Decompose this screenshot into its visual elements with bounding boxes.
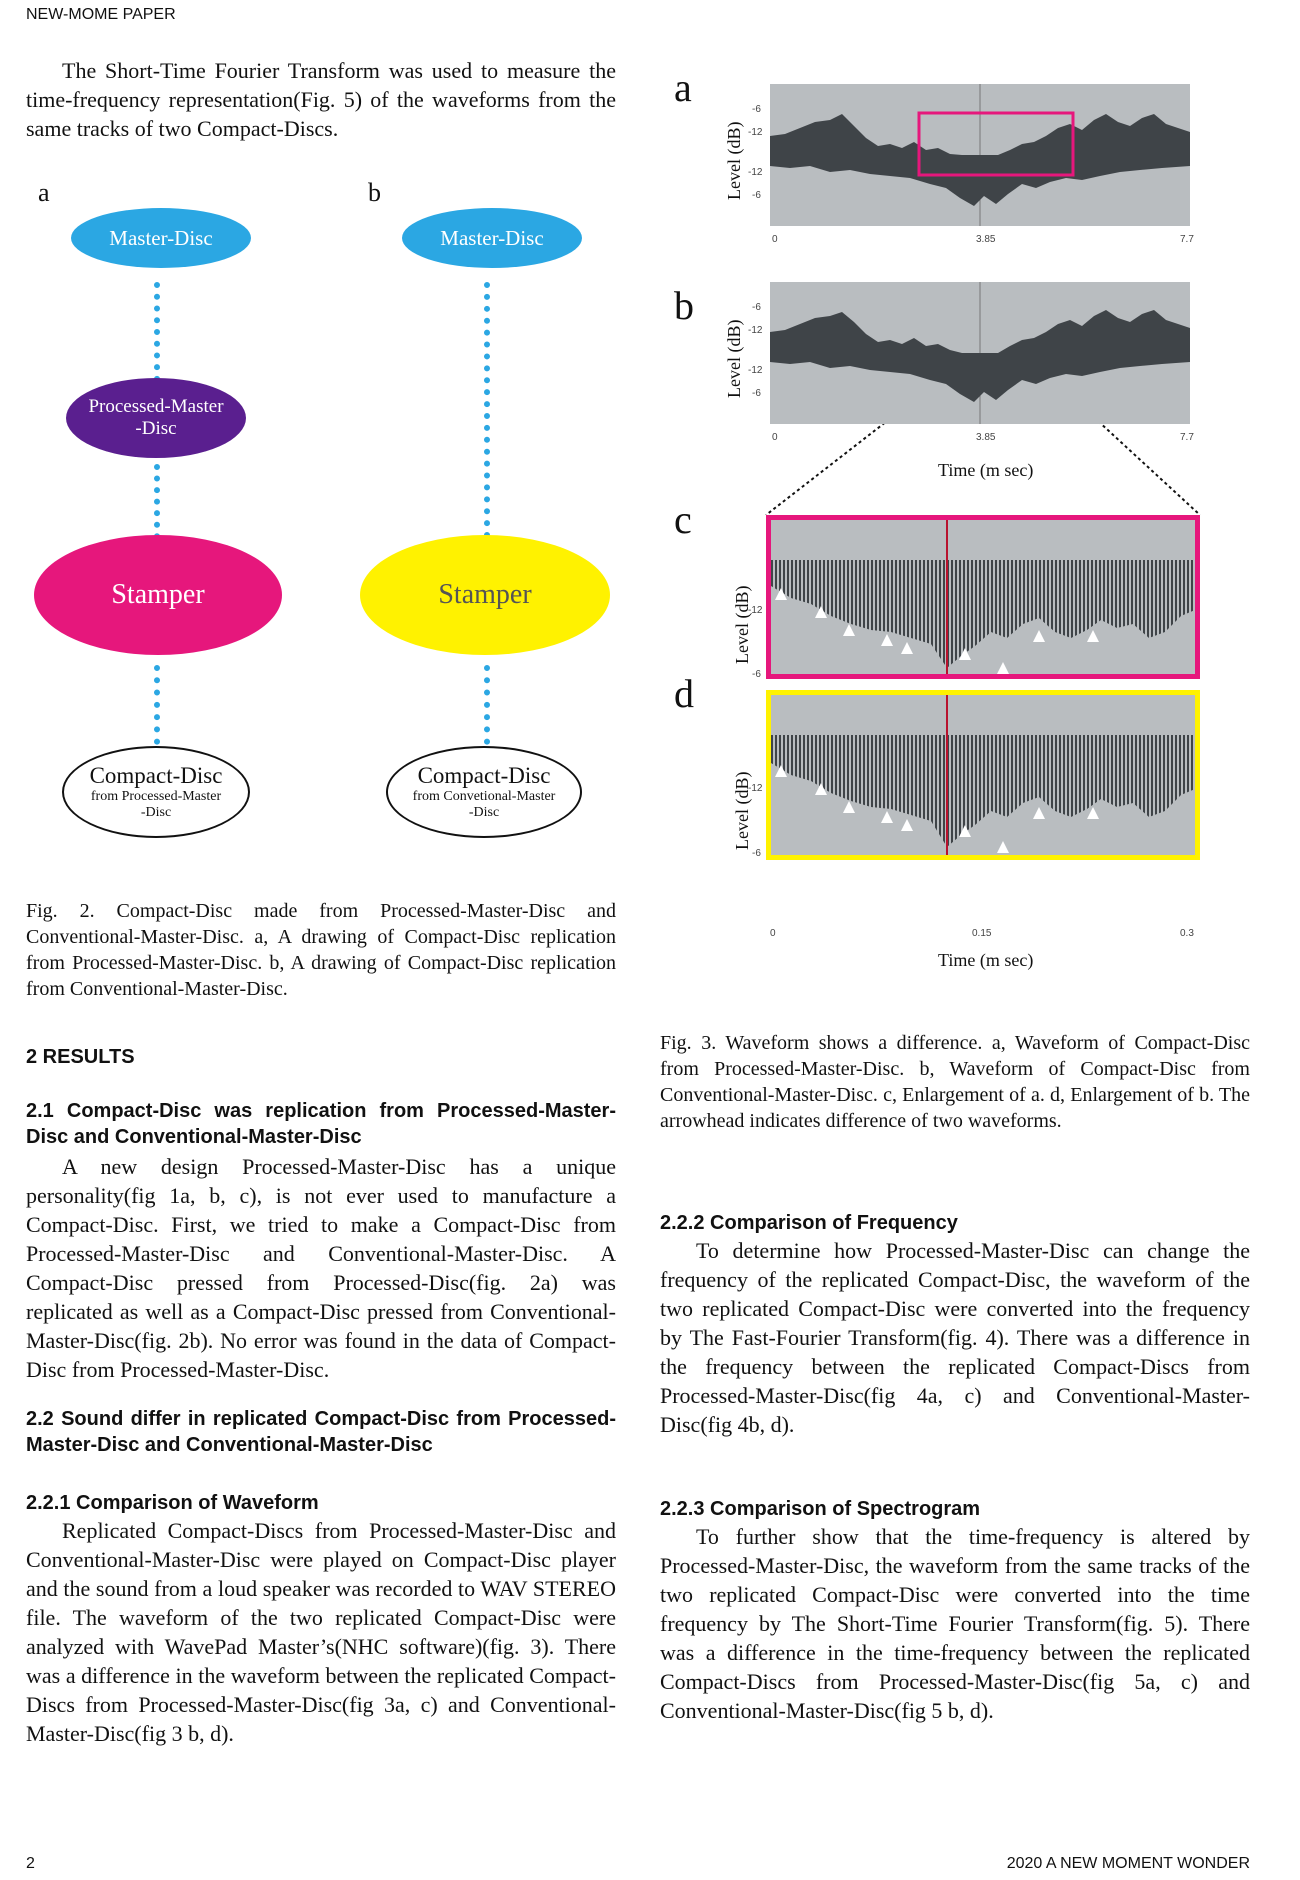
fig3a-xtick: 0 (772, 234, 778, 245)
fig3d-xtick: 0.15 (972, 928, 992, 939)
processed-master-disc-node: Processed-Master -Disc (66, 378, 246, 458)
fig2-caption: Fig. 2. Compact-Disc made from Processed… (26, 900, 616, 1000)
fig3d-ytick: -6 (752, 848, 761, 859)
fig3-letter-d: d (674, 671, 694, 716)
connector-dots (154, 464, 162, 574)
stamper-node-b: Stamper (360, 535, 610, 655)
section-2-2-heading: 2.2 Sound differ in replicated Compact-D… (26, 1408, 616, 1456)
compact-disc-node-b: Compact-Disc from Convetional-Master -Di… (386, 746, 582, 838)
section-2-2-1-paragraph: Replicated Compact-Discs from Processed-… (26, 1518, 616, 1746)
results-heading: 2 RESULTS (26, 1046, 135, 1068)
fig3a-ytick: -6 (752, 190, 761, 201)
fig3a-xtick: 7.7 (1180, 234, 1194, 245)
fig2-panel-b-letter: b (368, 178, 381, 207)
fig3d-xlabel: Time (m sec) (938, 950, 1034, 970)
cd-b-title: Compact-Disc (417, 763, 551, 788)
stamper-node-a: Stamper (34, 535, 282, 655)
running-head: NEW-MOME PAPER (26, 6, 176, 23)
fig3-letter-c: c (674, 497, 692, 542)
section-2-2-2-paragraph: To determine how Processed-Master-Disc c… (660, 1238, 1250, 1437)
master-disc-a-label: Master-Disc (109, 225, 213, 250)
section-2-2-1-heading: 2.2.1 Comparison of Waveform (26, 1492, 319, 1514)
fig3b-ytick: -6 (752, 302, 761, 313)
fig3-letter-a: a (674, 65, 692, 110)
connector-dots (154, 282, 162, 382)
stamper-a-label: Stamper (111, 579, 205, 610)
journal-footer: 2020 A NEW MOMENT WONDER (1006, 1855, 1250, 1872)
section-2-1-heading: 2.1 Compact-Disc was replication from Pr… (26, 1100, 616, 1148)
compact-disc-node-a: Compact-Disc from Processed-Master -Disc (62, 746, 250, 838)
fig3c-ylabel: Level (dB) (732, 585, 752, 664)
fig3b-xlabel: Time (m sec) (938, 460, 1034, 480)
cd-b-subtitle-2: -Disc (468, 805, 500, 820)
fig3-letter-b: b (674, 283, 694, 328)
fig3a-plot (770, 84, 1190, 226)
connector-dots (154, 665, 162, 757)
fig3a-ytick: -12 (748, 127, 763, 138)
intro-paragraph: The Short-Time Fourier Transform was use… (26, 58, 616, 141)
fig3d-ytick: -12 (748, 783, 763, 794)
processed-master-label-2: -Disc (135, 418, 177, 439)
fig3d-enlarged-plot (766, 690, 1200, 860)
fig2-panel-a-letter: a (38, 178, 50, 207)
fig3b-xtick: 0 (772, 432, 778, 443)
connector-dots (484, 665, 492, 757)
fig3d-xtick: 0 (770, 928, 776, 939)
fig3b-ytick: -6 (752, 388, 761, 399)
page-number: 2 (26, 1855, 35, 1872)
cd-a-subtitle-1: from Processed-Master (90, 789, 222, 804)
fig3-caption: Fig. 3. Waveform shows a difference. a, … (660, 1032, 1250, 1132)
master-disc-node-a: Master-Disc (71, 208, 251, 268)
section-2-2-2-heading: 2.2.2 Comparison of Frequency (660, 1212, 958, 1234)
fig3d-xtick: 0.3 (1180, 928, 1194, 939)
section-2-1-paragraph: A new design Processed-Master-Disc has a… (26, 1154, 616, 1382)
cd-a-title: Compact-Disc (89, 763, 223, 788)
fig3b-plot (770, 282, 1190, 424)
fig3b-ytick: -12 (748, 365, 763, 376)
section-2-2-3-paragraph: To further show that the time-frequency … (660, 1524, 1250, 1723)
connector-dots (484, 282, 492, 574)
processed-master-label-1: Processed-Master (88, 396, 224, 417)
master-disc-node-b: Master-Disc (402, 208, 582, 268)
master-disc-b-label: Master-Disc (440, 225, 544, 250)
figure-3-waveforms: a Level (dB) -6 -12 -12 -6 0 3.85 7.7 b … (660, 60, 1260, 990)
stamper-b-label: Stamper (438, 579, 532, 610)
fig3b-xtick: 7.7 (1180, 432, 1194, 443)
fig3c-enlarged-plot (766, 515, 1200, 679)
fig3b-xtick: 3.85 (976, 432, 996, 443)
section-2-2-3-heading: 2.2.3 Comparison of Spectrogram (660, 1498, 981, 1520)
fig3a-ytick: -12 (748, 167, 763, 178)
cd-b-subtitle-1: from Convetional-Master (412, 789, 556, 804)
fig3a-ytick: -6 (752, 104, 761, 115)
fig3b-ylabel: Level (dB) (724, 319, 744, 398)
fig3c-ytick: -12 (748, 605, 763, 616)
cd-a-subtitle-2: -Disc (140, 805, 172, 820)
fig3a-xtick: 3.85 (976, 234, 996, 245)
fig3c-ytick: -6 (752, 669, 761, 680)
figure-2-diagram: a b Master-Disc Master-Disc Processed-Ma… (26, 170, 626, 870)
fig3b-ytick: -12 (748, 325, 763, 336)
